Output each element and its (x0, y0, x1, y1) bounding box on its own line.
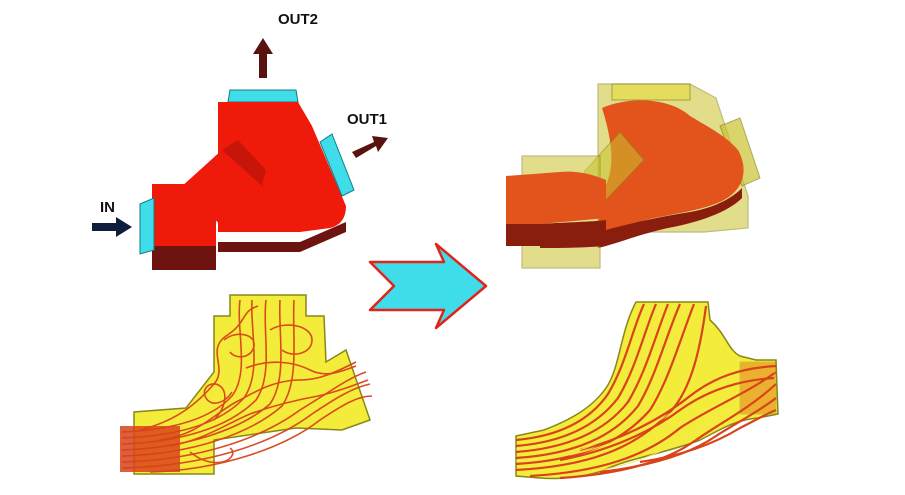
outlet1-label: OUT1 (347, 111, 387, 128)
inlet-label: IN (100, 199, 115, 216)
main-body (218, 102, 346, 232)
outlet2-label: OUT2 (278, 11, 318, 28)
optimized-streamlines-panel (515, 301, 779, 480)
optimized-body (598, 100, 744, 232)
outlet2-port (227, 89, 299, 103)
optimized-streamlines-highlight (515, 303, 777, 478)
inlet-arrow-icon (92, 217, 132, 237)
main-body-shadow (218, 222, 346, 252)
optimized-body-shadow (598, 188, 742, 248)
inlet-box-shadow (152, 246, 216, 270)
right-arrow-icon (368, 242, 488, 330)
optimized-mid-shadow (540, 220, 606, 248)
original-geometry (139, 89, 355, 270)
optimized-inlet (506, 171, 606, 224)
outlet2-port-glass (611, 83, 691, 101)
original-streamlines (121, 299, 373, 473)
inlet-port (139, 197, 155, 255)
outlet1-arrow-icon (352, 136, 388, 158)
outlet1-port (319, 133, 355, 197)
outlet2-arrow-icon (253, 38, 273, 78)
optimized-geometry (506, 83, 761, 269)
optimized-inlet-shadow (506, 224, 546, 246)
outlet1-pipe-section (739, 361, 777, 415)
diagonal-pipe-edge (222, 140, 266, 186)
inlet-box (152, 184, 216, 246)
original-streamlines-panel (120, 294, 373, 475)
diagonal-pipe (180, 150, 262, 226)
